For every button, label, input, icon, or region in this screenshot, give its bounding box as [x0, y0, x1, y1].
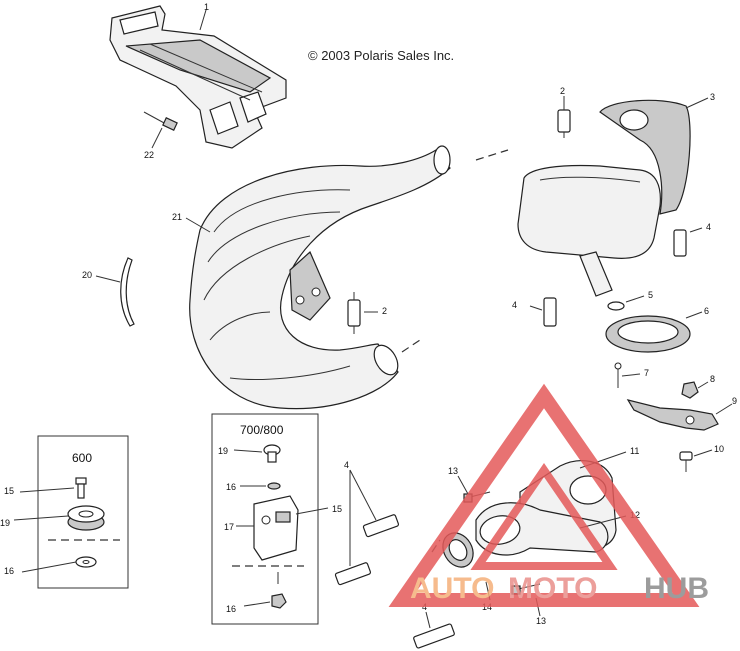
watermark-logo: AUTO MOTO HUB [388, 383, 709, 607]
callout-2a: 2 [560, 86, 565, 96]
washer-5-part [607, 301, 625, 311]
callout-6: 6 [704, 306, 709, 316]
model-700-800-box: 700/800 [211, 413, 319, 625]
mount-block-17-part [253, 495, 299, 561]
watermark-auto: AUTO [410, 572, 494, 605]
gasket-6-part [605, 315, 691, 353]
bolt-22-part [143, 111, 178, 131]
box600-callout-15: 15 [4, 486, 14, 496]
nut-8-part [681, 381, 699, 399]
bolt-10-part [679, 451, 693, 472]
plate-9-part [626, 399, 719, 431]
callout-4c: 4 [344, 460, 349, 470]
watermark-hub: HUB [644, 572, 709, 605]
callout-9: 9 [732, 396, 737, 406]
bushing-19-part [67, 505, 105, 531]
callout-10: 10 [714, 444, 724, 454]
washer-16-part [75, 556, 97, 568]
callout-4a: 4 [706, 222, 711, 232]
spring-4d-part [413, 623, 455, 649]
box700-callout-17: 17 [224, 522, 234, 532]
spring-4c-part [334, 514, 400, 586]
callout-4b: 4 [512, 300, 517, 310]
callout-13a: 13 [448, 466, 458, 476]
callout-1: 1 [204, 2, 209, 12]
callout-22: 22 [144, 150, 154, 160]
strap-20-part [120, 257, 135, 327]
spring-4a-part [673, 229, 687, 257]
pin-7-part [614, 362, 622, 388]
box600-callout-19: 19 [0, 518, 10, 528]
callout-11: 11 [630, 446, 639, 456]
callout-8: 8 [710, 374, 715, 384]
spring-2b-part [347, 292, 361, 334]
box700-callout-16: 16 [226, 482, 236, 492]
callout-7: 7 [644, 368, 649, 378]
bolt-15-part [75, 477, 87, 499]
callout-21: 21 [172, 212, 182, 222]
spring-2a-part [557, 104, 571, 138]
box-700-title: 700/800 [240, 423, 284, 437]
washer-16b-part [267, 482, 281, 490]
box-600-title: 600 [72, 451, 92, 465]
box600-callout-16: 16 [4, 566, 14, 576]
nut-16c-part [271, 593, 287, 609]
callout-13b: 13 [536, 616, 546, 626]
mounting-bracket-part [109, 5, 287, 149]
watermark-moto: MOTO [508, 572, 597, 605]
box700-callout-15: 15 [332, 504, 342, 514]
box700-callout-16b: 16 [226, 604, 236, 614]
bushing-19b-part [263, 444, 281, 463]
spring-4b-part [543, 297, 557, 327]
box700-callout-19: 19 [218, 446, 228, 456]
callout-3: 3 [710, 92, 715, 102]
callout-5: 5 [648, 290, 653, 300]
copyright-text: © 2003 Polaris Sales Inc. [308, 48, 454, 63]
callout-2b: 2 [382, 306, 387, 316]
model-600-box: 600 [37, 435, 129, 589]
callout-20: 20 [82, 270, 92, 280]
expansion-chamber-part [189, 145, 451, 410]
silencer-part [517, 99, 691, 297]
